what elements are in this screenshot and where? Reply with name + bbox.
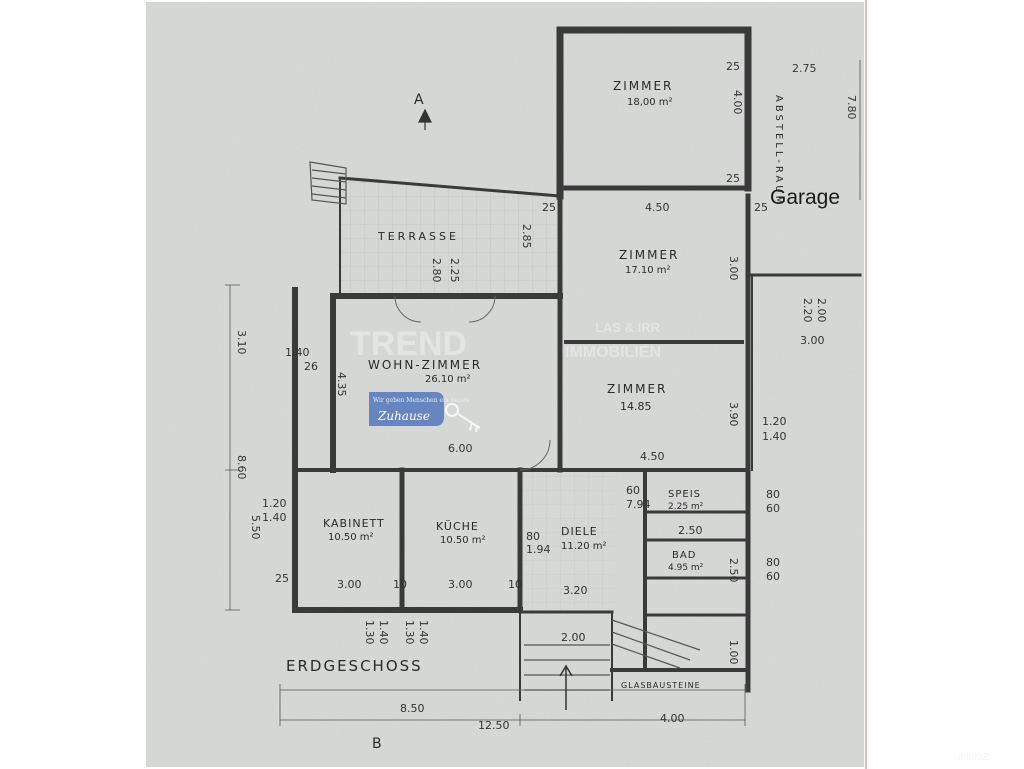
- dim-60-a: 60: [766, 502, 780, 515]
- stairs: [309, 161, 701, 691]
- room-zimmer-3-area: 14.85: [620, 400, 652, 413]
- dim-26: 26: [304, 360, 318, 373]
- room-diele-name: DIELE: [561, 525, 598, 538]
- dim-2-00-garage: 2.00: [815, 298, 828, 323]
- dim-5-50: 5.50: [249, 515, 262, 540]
- dim-2-25: 2.25: [448, 258, 461, 283]
- dim-4-50-lower: 4.50: [640, 450, 665, 463]
- terrace-floor: [340, 178, 560, 296]
- room-zimmer-2-name: ZIMMER: [619, 248, 679, 262]
- dim-1-20-left: 1.20: [262, 497, 287, 510]
- section-label-a: A: [414, 92, 424, 108]
- room-terrasse-name: TERRASSE: [377, 230, 459, 243]
- dim-1-00: 1.00: [727, 640, 740, 665]
- dim-4-00-vert: 4.00: [731, 90, 744, 115]
- watermark-badge-big-text: Zuhause: [377, 409, 430, 423]
- dim-7-94: 7.94: [626, 498, 651, 511]
- dim-12-50: 12.50: [478, 719, 510, 732]
- dim-4-35: 4.35: [335, 372, 348, 397]
- dim-7-80: 7.80: [845, 95, 858, 120]
- dim-3-00-kabinett: 3.00: [337, 578, 362, 591]
- dim-1-20-right: 1.20: [762, 415, 787, 428]
- room-zimmer-2-area: 17.10 m²: [625, 265, 671, 276]
- door-swings: [394, 295, 551, 471]
- dim-1-30-a: 1.30: [363, 620, 376, 645]
- room-abstellraum-name: ABSTELL-RAUM: [773, 95, 784, 207]
- watermark: TREND LAS & IRR IMMOBILIEN Wir geben Men…: [350, 320, 661, 433]
- room-zimmer-1-area: 18,00 m²: [627, 97, 673, 108]
- dim-2-50-a: 2.50: [678, 524, 703, 537]
- dim-2-85: 2.85: [520, 224, 533, 249]
- dim-60-speis: 60: [626, 484, 640, 497]
- room-wohnzimmer-area: 26.10 m²: [425, 374, 471, 385]
- dim-1-40-b: 1.40: [417, 620, 430, 645]
- watermark-badge-small-text: Wir geben Menschen ein neues: [373, 397, 469, 404]
- dim-4-00-bottom: 4.00: [660, 712, 685, 725]
- watermark-text-immobilien: IMMOBILIEN: [565, 344, 661, 361]
- dim-25-top: 25: [726, 60, 740, 73]
- dimension-texts: 2.75 7.80 25 4.00 25 4.50 25 25 2.85 2.8…: [235, 60, 858, 732]
- section-arrow-a: [418, 108, 432, 130]
- room-bad-name: BAD: [672, 550, 696, 561]
- room-zimmer-1-name: ZIMMER: [613, 79, 673, 93]
- room-kabinett-name: KABINETT: [323, 517, 385, 530]
- dim-1-40-lower-left: 1.40: [262, 511, 287, 524]
- dim-3-10: 3.10: [235, 330, 248, 355]
- dim-1-40-right: 1.40: [762, 430, 787, 443]
- dim-8-50: 8.50: [400, 702, 425, 715]
- paper-grain: [146, 2, 864, 767]
- dim-2-75: 2.75: [792, 62, 817, 75]
- dim-80-a: 80: [766, 488, 780, 501]
- dim-25-upper: 25: [726, 172, 740, 185]
- dim-8-60: 8.60: [235, 455, 248, 480]
- brand-logo-immoz: immoZ: [958, 752, 989, 763]
- dim-2-80: 2.80: [430, 258, 443, 283]
- dim-80-b: 80: [766, 556, 780, 569]
- dim-2-20: 2.20: [801, 298, 814, 323]
- room-kueche-name: KÜCHE: [436, 520, 479, 533]
- label-glasbausteine: GLASBAUSTEINE: [621, 681, 701, 690]
- room-speis-area: 2.25 m²: [668, 502, 704, 512]
- label-erdgeschoss: ERDGESCHOSS: [286, 657, 423, 675]
- walls: [292, 26, 862, 701]
- watermark-text-trend: TREND: [350, 325, 467, 363]
- key-icon: [445, 403, 481, 433]
- dim-3-20: 3.20: [563, 584, 588, 597]
- dim-4-50-upper: 4.50: [645, 201, 670, 214]
- entrance-arrow: [559, 664, 573, 710]
- room-wohnzimmer-name: WOHN-ZIMMER: [368, 358, 482, 372]
- watermark-text-las: LAS & IRR: [595, 320, 661, 335]
- room-kueche-area: 10.50 m²: [440, 535, 486, 546]
- dim-6-00: 6.00: [448, 442, 473, 455]
- dim-10-b: 10: [508, 578, 522, 591]
- dim-25-left: 25: [542, 201, 556, 214]
- dim-1-40-left: 1.40: [285, 346, 310, 359]
- dim-1-30-b: 1.30: [403, 620, 416, 645]
- room-speis-name: SPEIS: [668, 489, 701, 500]
- dim-25-right: 25: [754, 201, 768, 214]
- dim-3-00-garage: 3.00: [800, 334, 825, 347]
- diele-floor-tiles: [523, 470, 615, 610]
- dim-2-00-entrance: 2.00: [561, 631, 586, 644]
- label-garage: Garage: [770, 186, 840, 209]
- dim-2-50-b: 2.50: [727, 558, 740, 583]
- dim-3-00-kueche: 3.00: [448, 578, 473, 591]
- dim-60-b: 60: [766, 570, 780, 583]
- dim-10-a: 10: [393, 578, 407, 591]
- dim-80-diele: 80: [526, 530, 540, 543]
- section-label-b: B: [372, 736, 382, 752]
- watermark-badge: Wir geben Menschen ein neues Zuhause: [369, 392, 481, 433]
- dim-3-90: 3.90: [727, 402, 740, 427]
- room-zimmer-3-name: ZIMMER: [607, 382, 667, 396]
- room-kabinett-area: 10.50 m²: [328, 532, 374, 543]
- dim-3-00-zimmer: 3.00: [727, 256, 740, 281]
- dimension-lines: [225, 60, 861, 726]
- dim-25-kabinett: 25: [275, 572, 289, 585]
- dim-1-40-a: 1.40: [377, 620, 390, 645]
- room-bad-area: 4.95 m²: [668, 563, 704, 573]
- dim-1-94: 1.94: [526, 543, 551, 556]
- room-diele-area: 11.20 m²: [561, 541, 607, 552]
- room-labels: ZIMMER 18,00 m² ZIMMER 17.10 m² ZIMMER 1…: [323, 79, 784, 690]
